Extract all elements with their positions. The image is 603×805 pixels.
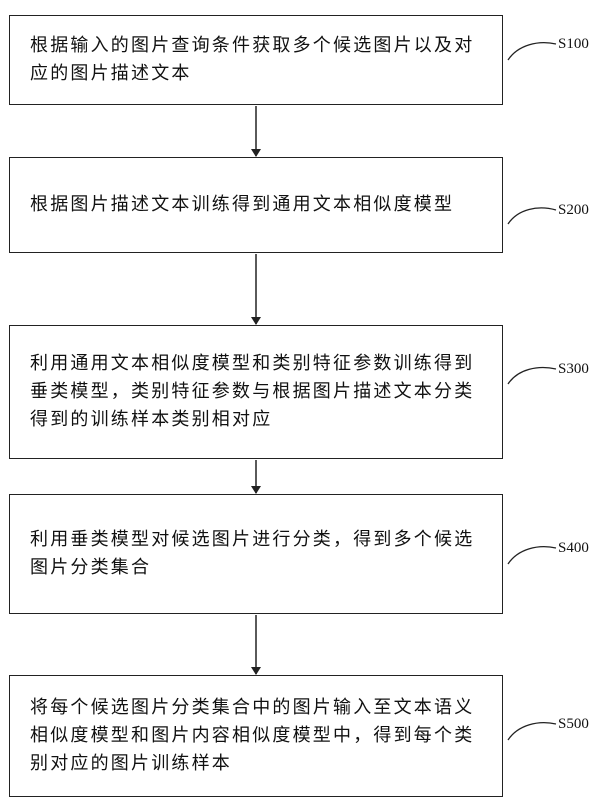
leader-s300 (508, 368, 556, 384)
leader-s100 (508, 43, 556, 60)
leader-s500 (508, 723, 556, 740)
leader-s200 (508, 208, 556, 224)
leader-s400 (508, 547, 556, 564)
